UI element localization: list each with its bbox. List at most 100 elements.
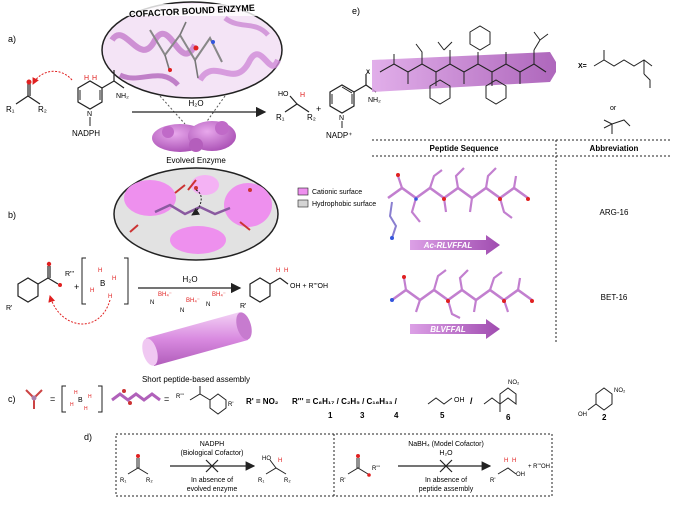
benzyl-alcohol-product: H H OH + R'''OH R' [240,268,328,310]
r-prime-definition: R' = NO₂ [246,397,279,406]
r1-label: R₁ [120,478,126,484]
panel-e-label: e) [352,6,360,16]
left-absence-2: evolved enzyme [187,486,238,493]
hydride-label: H [84,75,89,82]
ester-r3-label: R''' [65,271,74,278]
protein-ribbons [109,15,281,87]
hydride-label: H [108,294,112,300]
nitrobenzyl-alcohol: OH NO₂ [578,387,626,418]
compound-number-1: 1 [328,411,333,420]
product-hydroxyl: HO [278,91,289,98]
r2-label: R₂ [284,478,291,484]
product-h: H [276,268,280,274]
hydride-label: H [278,458,282,464]
byproduct-label: + R'''OH [528,464,550,470]
r2-label: R₂ [146,478,153,484]
hydride-label: H [70,402,74,408]
ketone-reactant: R₁ R₂ [6,79,47,114]
right-reagent: H₂O [439,450,453,457]
compound-number-6: 6 [506,413,511,422]
hydroxyl-label: HO [262,456,271,462]
cross-mark [205,459,219,473]
peptide-nanotube [142,312,252,366]
r1-label: R₁ [258,478,264,484]
panel-a-label: a) [8,34,16,44]
hydroxyethyl-group: OH / [427,396,473,406]
sequence-arrow-row-2: BLVFFAL [410,319,500,339]
hydride-transfer-arrow [32,70,73,85]
hydride-label: H [74,390,78,396]
ammonium-n: N [206,302,210,308]
bh4-label: BH₄⁻ [212,292,226,298]
panel-e: e) X X= or Peptide Se [352,6,672,342]
surface-legend: Cationic surface Hydrophobic surface [297,187,376,208]
oh-label: OH [516,472,525,478]
bh4-label: BH₄⁻ [158,292,172,298]
ester-r-label: R' [6,305,12,312]
or-label: or [610,105,617,112]
ester-stick-model [111,389,161,405]
ester-r-label: R' [490,478,495,484]
product-hydride: H [300,92,305,99]
arginine-sidechain [593,50,653,88]
x-terminus: X [366,70,370,76]
separator: / [470,396,473,406]
ester-right: R''' R' [340,454,380,484]
equals-sign: = [164,394,169,404]
product-r-label: R' [240,303,246,310]
ammonium-cluster: N N N BH₄⁻ BH₄⁻ BH₄⁻ [150,292,226,314]
sequence-arrow-row-1: Ac-RLVFFAL [410,235,500,255]
hydride-label: H [98,268,102,274]
boron-label: B [78,397,83,404]
equals-sign: = [50,394,55,404]
hydride-label: H [92,75,97,82]
oh-label: OH [454,397,465,404]
water-label-b: H₂O [182,275,197,284]
amide-label: NH₂ [116,93,129,100]
generic-ester: R''' R' [176,386,233,415]
panel-a: a) COFACTOR BOUND ENZYME R₁ R₂ [6,1,381,165]
alcohol-product: HO H R₁ R₂ [276,91,316,122]
bh4-bracket: B H H H H [61,385,103,413]
projection-line [159,95,186,125]
binding-arrow [191,189,202,216]
panel-d: d) R₁ R₂ NADPH (Biological Cofactor) In … [84,432,553,497]
peptide-model-bet16 [390,269,534,319]
enzyme-label: Evolved Enzyme [166,156,226,165]
column-header-abbreviation: Abbreviation [590,144,639,153]
peptide-structure: X [366,25,556,105]
boron-label: B [100,279,105,288]
ester-r3-label: R''' [372,466,380,472]
alcohol-right: H H OH R' + R'''OH [490,458,550,484]
left-cofactor: NADPH [200,441,225,448]
left-absence: In absence of [191,477,233,484]
x-definition-label: X= [578,63,587,70]
ester-r-label: R' [340,478,345,484]
sequence-row-2: BLVFFAL [430,325,466,334]
hydride-label: H [112,276,116,282]
nadp-label: NADP⁺ [326,131,352,140]
compound-number-5: 5 [440,411,445,420]
nitro-label: NO₂ [614,388,626,394]
evolved-enzyme-surface [152,121,236,152]
cross-mark [439,459,453,473]
hydride-label: H [84,406,88,412]
hydride-label: H [90,288,94,294]
nadph-structure: NH₂ H H N [77,70,129,126]
borohydride-species: B H H H H [81,257,129,305]
legend-swatch-cationic [297,187,309,196]
product-r1: R₁ [276,113,285,122]
bh4-symbol [25,389,43,409]
hydride-label: H [504,458,508,464]
product-text-b: OH + R'''OH [290,283,328,290]
panel-b-label: b) [8,210,16,220]
ester-r-label: R' [228,402,233,408]
ester-reactant: R''' R' [6,261,74,312]
right-absence: In absence of [425,477,467,484]
compound-number-4: 4 [394,411,399,420]
alcohol-left: HO H R₁ R₂ [258,456,291,484]
plus-sign: + [74,282,79,292]
water-label-a: H₂O [188,99,203,108]
